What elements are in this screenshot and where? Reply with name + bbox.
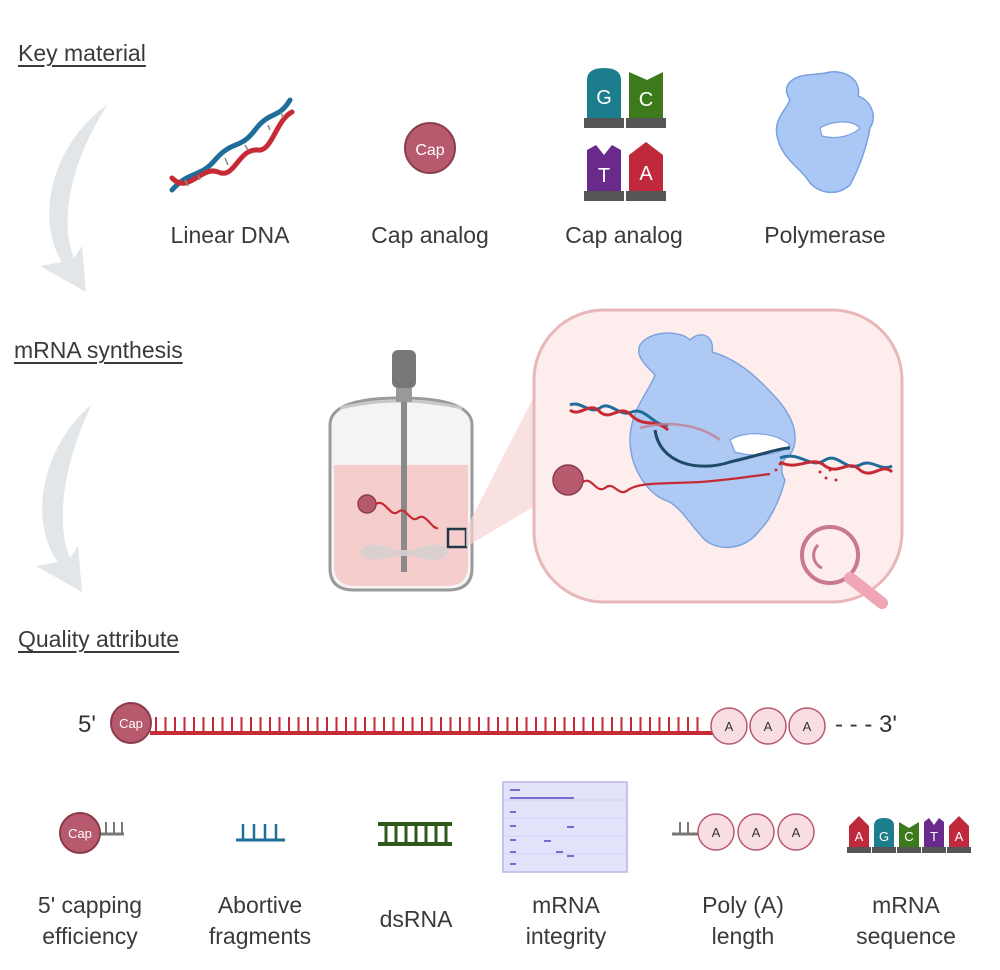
attribute-label-abortive: Abortive fragments [180, 890, 340, 952]
mrna-strand: 5' Cap A A A - - - 3' [78, 702, 897, 745]
attr-line1: Poly (A) [702, 892, 784, 918]
attribute-label-integrity: mRNA integrity [486, 890, 646, 952]
dsrna-icon [378, 822, 452, 846]
polymerase-icon [775, 71, 874, 194]
attr-line1: mRNA [872, 892, 940, 918]
strand-cap-text: Cap [119, 716, 143, 731]
abortive-fragments-icon [236, 824, 285, 842]
material-label-cap-analog: Cap analog [371, 222, 489, 248]
attribute-label-dsrna: dsRNA [379, 906, 453, 932]
zoom-cone [466, 375, 545, 547]
poly-a-glyph-text: A [792, 825, 801, 840]
attr-line2: sequence [856, 923, 956, 949]
capping-cap-text: Cap [68, 826, 92, 841]
attr-line2: efficiency [42, 923, 138, 949]
poly-a-glyph-text: A [752, 825, 761, 840]
material-label-nucleotides: Cap analog [565, 222, 683, 248]
poly-a-icon: A A A [672, 813, 815, 851]
three-prime-label: - - - 3' [835, 711, 897, 738]
magnifier-icon [800, 525, 888, 609]
zoom-panel [532, 308, 904, 604]
seq-base: C [904, 829, 913, 844]
capping-icon: Cap [59, 812, 124, 854]
seq-base: A [955, 829, 964, 844]
attr-line2: fragments [208, 923, 312, 949]
sequence-icon: A G C T A [847, 816, 971, 853]
section-title-mrna-synthesis: mRNA synthesis [14, 337, 183, 363]
cap-glyph-text: Cap [415, 142, 444, 159]
linear-dna-icon [169, 97, 295, 193]
poly-a-glyph-text: A [712, 825, 721, 840]
material-label-linear-dna: Linear DNA [170, 222, 290, 248]
strand-ticks [155, 717, 699, 733]
cap-analog-icon: Cap [404, 122, 456, 174]
poly-a-text: A [725, 719, 734, 734]
flow-arrow-2 [36, 404, 92, 592]
attribute-label-sequence: mRNA sequence [826, 890, 986, 952]
poly-a-text: A [803, 719, 812, 734]
seq-base: A [855, 829, 864, 844]
attr-line1: mRNA [532, 892, 600, 918]
attr-line2: integrity [525, 923, 607, 949]
material-label-polymerase: Polymerase [764, 222, 886, 248]
seq-base: G [879, 829, 889, 844]
attr-line1: 5' capping [37, 892, 143, 918]
section-title-quality-attribute: Quality attribute [18, 626, 180, 652]
section-title-key-material: Key material [18, 40, 146, 66]
reactor-vessel [328, 350, 474, 592]
flow-arrow-1 [40, 104, 108, 292]
poly-a-text: A [764, 719, 773, 734]
seq-base: T [930, 829, 938, 844]
five-prime-label: 5' [78, 711, 96, 738]
gel-icon [502, 781, 628, 873]
nucleotide-g: G [596, 87, 612, 109]
attribute-label-poly-a: Poly (A) length [663, 890, 823, 952]
attr-line2: length [711, 923, 775, 949]
nucleotides-icon: G C T A [584, 68, 666, 201]
attribute-label-capping: 5' capping efficiency [10, 890, 170, 952]
nucleotide-c: C [639, 89, 653, 111]
nucleotide-a: A [639, 163, 653, 185]
nucleotide-t: T [598, 165, 610, 187]
attr-line1: Abortive [217, 892, 303, 918]
